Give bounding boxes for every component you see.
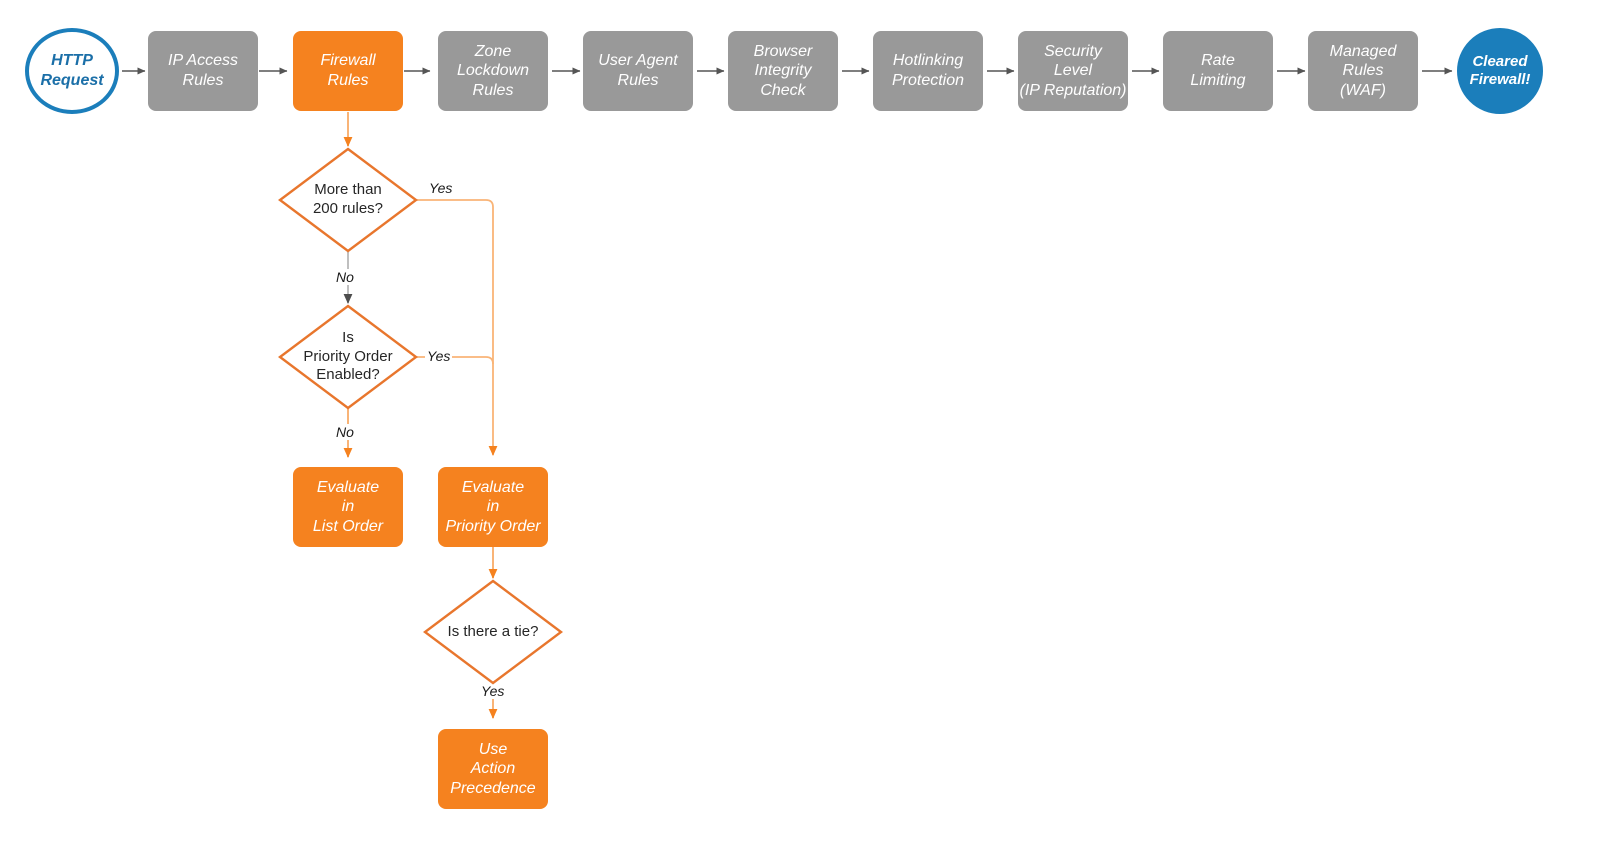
node-evaluate-in-list-order[interactable]: Evaluate in List Order [293,467,403,547]
node-zone-lockdown-rules[interactable]: Zone Lockdown Rules [438,31,548,111]
node-evaluate-in-priority-order[interactable]: Evaluate in Priority Order [438,467,548,547]
node-more-than-200-rules[interactable]: More than 200 rules? [278,147,418,253]
node-managed-rules-waf[interactable]: Managed Rules (WAF) [1308,31,1418,111]
node-label: HTTP Request [40,52,104,89]
node-label: Security Level (IP Reputation) [1019,42,1127,99]
node-label: Rate Limiting [1190,52,1246,89]
node-label: Is Priority Order Enabled? [303,328,393,384]
node-label: Evaluate in List Order [312,478,384,535]
edge-label-priority-order-no: No [334,424,356,440]
node-is-there-a-tie[interactable]: Is there a tie? [423,579,563,685]
node-security-level[interactable]: Security Level (IP Reputation) [1018,31,1128,111]
node-label: Browser Integrity Check [753,42,813,99]
node-label: User Agent Rules [598,52,678,89]
node-is-priority-order-enabled[interactable]: Is Priority Order Enabled? [278,304,418,410]
node-label: Zone Lockdown Rules [456,42,530,99]
node-rate-limiting[interactable]: Rate Limiting [1163,31,1273,111]
node-label: Is there a tie? [447,622,539,640]
node-label: Evaluate in Priority Order [445,478,541,535]
node-label: Use Action Precedence [450,740,536,797]
node-label: Hotlinking Protection [891,52,965,89]
edge-label-more-than-200-no: No [334,269,356,285]
edge-label-more-than-200-yes: Yes [427,180,455,196]
node-label: Cleared Firewall! [1469,52,1531,88]
node-label: More than 200 rules? [312,181,384,217]
node-ip-access-rules[interactable]: IP Access Rules [148,31,258,111]
node-browser-integrity-check[interactable]: Browser Integrity Check [728,31,838,111]
node-use-action-precedence[interactable]: Use Action Precedence [438,729,548,809]
edge-label-priority-order-yes: Yes [425,348,453,364]
node-label: Firewall Rules [320,52,376,89]
node-http-request[interactable]: HTTP Request [25,28,119,114]
node-label: IP Access Rules [168,52,238,89]
edge-label-tie-yes: Yes [479,683,507,699]
diamond-shape [278,147,418,253]
node-cleared-firewall[interactable]: Cleared Firewall! [1457,28,1543,114]
node-label: Managed Rules (WAF) [1329,42,1397,99]
node-user-agent-rules[interactable]: User Agent Rules [583,31,693,111]
node-firewall-rules[interactable]: Firewall Rules [293,31,403,111]
node-hotlinking-protection[interactable]: Hotlinking Protection [873,31,983,111]
